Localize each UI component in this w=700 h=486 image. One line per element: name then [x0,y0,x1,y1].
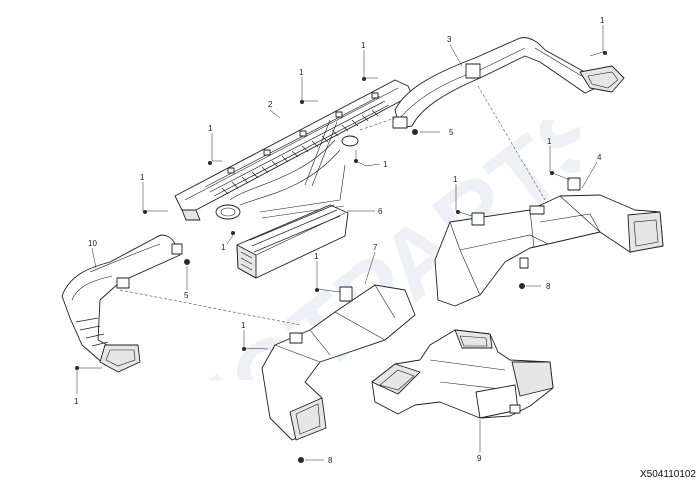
callout-8: 8 [328,456,333,465]
callout-1: 1 [221,243,226,252]
callout-1: 1 [140,173,145,182]
clip-nut-icon [298,457,304,463]
callout-4: 4 [597,153,602,162]
callout-1: 1 [547,137,552,146]
callouts: 1 1 1 1 1 1 1 1 1 1 1 1 2 3 4 5 5 6 7 8 … [74,16,605,465]
part-9-floor-duct[interactable] [371,329,554,419]
callout-1: 1 [383,160,388,169]
clip-nut-icon [412,129,418,135]
callout-8: 8 [546,282,551,291]
callout-9: 9 [477,454,482,463]
callout-2: 2 [268,100,273,109]
callout-1: 1 [241,321,246,330]
clip-nut-icon [519,283,525,289]
callout-1: 1 [361,41,366,50]
part-4-side-duct[interactable] [434,177,664,307]
callout-7: 7 [373,243,378,252]
assembly-lines [119,85,546,326]
callout-1: 1 [314,252,319,261]
fasteners [75,25,607,463]
screw-icon [231,231,235,235]
screw-icon [603,51,607,55]
clip-nut-icon [184,259,190,265]
drawing-number: X504110102 [640,469,696,480]
callout-1: 1 [299,68,304,77]
callout-1: 1 [453,175,458,184]
callout-1: 1 [600,16,605,25]
part-10-left-duct[interactable] [61,234,183,373]
screw-icon [143,210,147,214]
part-round-connector[interactable] [215,135,359,220]
callout-6: 6 [378,207,383,216]
screw-icon [456,210,460,214]
callout-10: 10 [88,239,97,248]
screw-icon [208,161,212,165]
part-6-vent-register[interactable] [236,204,349,279]
callout-1: 1 [74,397,79,406]
part-2-defroster-grille[interactable] [174,79,413,221]
callout-1: 1 [208,124,213,133]
part-7-center-duct[interactable] [261,284,416,441]
callout-5: 5 [449,128,454,137]
callout-3: 3 [447,35,452,44]
part-3-defroster-pipe[interactable] [392,37,625,129]
callout-5: 5 [184,291,189,300]
